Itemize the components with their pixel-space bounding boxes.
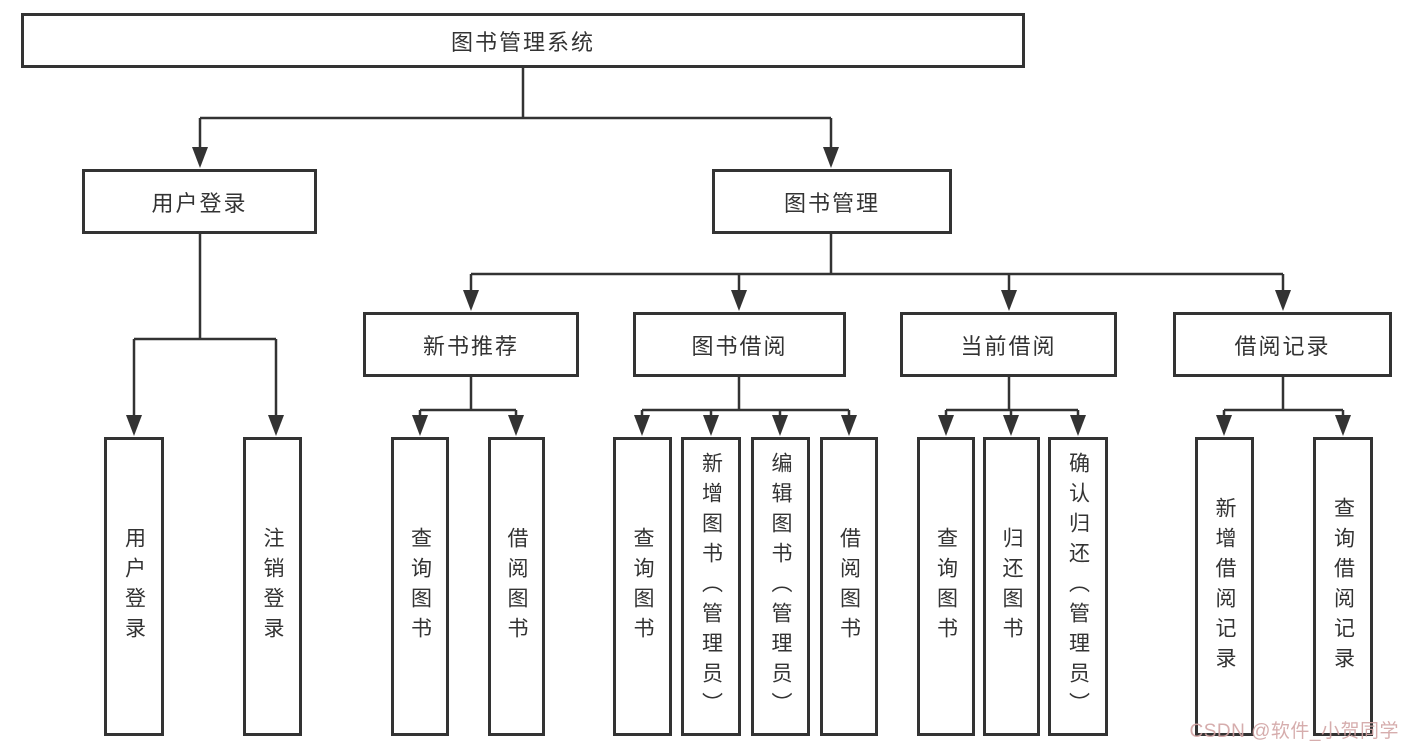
node-edit-books-admin: 编辑图书（管理员） <box>751 437 810 736</box>
node-label: 注销登录 <box>261 526 284 647</box>
arrowhead-icon <box>1003 415 1019 436</box>
arrowhead-icon <box>508 415 524 436</box>
arrowhead-icon <box>192 147 208 168</box>
arrowhead-icon <box>268 415 284 436</box>
node-logout: 注销登录 <box>243 437 302 736</box>
arrowhead-icon <box>1335 415 1351 436</box>
node-label: 借阅图书 <box>505 526 528 647</box>
node-query-books-newrec: 查询图书 <box>391 437 449 736</box>
node-label: 图书管理系统 <box>450 29 595 55</box>
arrowhead-icon <box>938 415 954 436</box>
node-label: 确认归还（管理员） <box>1066 451 1090 722</box>
node-new-book-recommendation: 新书推荐 <box>363 312 579 377</box>
node-book-borrowing: 图书借阅 <box>633 312 846 377</box>
node-label: 借阅记录 <box>1234 333 1331 359</box>
arrowhead-icon <box>841 415 857 436</box>
connector-lines <box>132 68 1345 418</box>
node-label: 当前借阅 <box>960 333 1057 359</box>
node-query-books-current: 查询图书 <box>917 437 975 736</box>
node-label: 新书推荐 <box>422 333 519 359</box>
node-label: 查询借阅记录 <box>1331 496 1355 677</box>
node-label: 借阅图书 <box>837 526 861 647</box>
node-label: 新增图书（管理员） <box>699 451 723 722</box>
arrowhead-icon <box>126 415 142 436</box>
arrowhead-icon <box>463 290 479 311</box>
node-library-management-system: 图书管理系统 <box>21 13 1025 68</box>
arrowhead-icon <box>823 147 839 168</box>
node-current-borrowing: 当前借阅 <box>900 312 1117 377</box>
arrowhead-icon <box>1275 290 1291 311</box>
node-label: 图书管理 <box>783 190 880 216</box>
node-label: 查询图书 <box>408 526 432 647</box>
arrowhead-icon <box>703 415 719 436</box>
node-book-management: 图书管理 <box>712 169 952 234</box>
node-label: 图书借阅 <box>691 333 788 359</box>
node-label: 查询图书 <box>631 526 654 647</box>
node-label: 归还图书 <box>1000 526 1023 647</box>
node-label: 新增借阅记录 <box>1213 496 1236 677</box>
arrowhead-icon <box>412 415 428 436</box>
arrowhead-icon <box>1216 415 1232 436</box>
node-user-login: 用户登录 <box>82 169 317 234</box>
node-borrow-books-borrowing: 借阅图书 <box>820 437 878 736</box>
node-add-borrow-record: 新增借阅记录 <box>1195 437 1254 736</box>
arrowhead-icon <box>634 415 650 436</box>
arrowhead-icon <box>1070 415 1086 436</box>
node-label: 编辑图书（管理员） <box>769 451 792 722</box>
node-add-books-admin: 新增图书（管理员） <box>681 437 741 736</box>
node-label: 查询图书 <box>934 526 958 647</box>
node-label: 用户登录 <box>151 190 248 216</box>
node-label: 用户登录 <box>122 526 146 647</box>
arrowhead-icon <box>772 415 788 436</box>
node-query-books-borrowing: 查询图书 <box>613 437 672 736</box>
arrowhead-icon <box>1001 290 1017 311</box>
node-query-borrow-record: 查询借阅记录 <box>1313 437 1373 736</box>
node-return-books: 归还图书 <box>983 437 1040 736</box>
node-user-login-action: 用户登录 <box>104 437 164 736</box>
node-borrowing-records: 借阅记录 <box>1173 312 1392 377</box>
arrowhead-icon <box>731 290 747 311</box>
node-borrow-books-newrec: 借阅图书 <box>488 437 545 736</box>
node-confirm-return-admin: 确认归还（管理员） <box>1048 437 1108 736</box>
